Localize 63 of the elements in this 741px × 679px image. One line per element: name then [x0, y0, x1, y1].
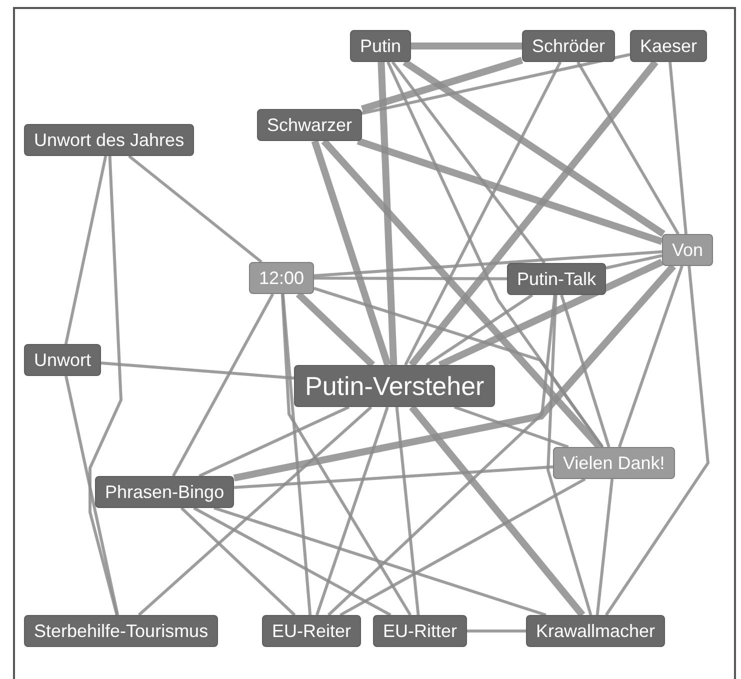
- connector-line: [362, 53, 630, 115]
- connector-line: [314, 250, 662, 278]
- connector-line: [408, 60, 658, 368]
- connector-line: [214, 506, 546, 616]
- connector-line: [64, 376, 120, 616]
- word-node: Schröder: [522, 30, 616, 62]
- word-node: Vielen Dank!: [553, 447, 675, 479]
- connector-line: [404, 61, 562, 366]
- connector-line: [340, 478, 586, 616]
- connector-line: [311, 140, 392, 366]
- connector-line: [100, 362, 294, 380]
- connector-line: [402, 59, 666, 237]
- word-node: Von: [662, 234, 714, 266]
- word-node: EU-Ritter: [373, 615, 468, 647]
- connector-line: [426, 294, 534, 366]
- connector-line: [395, 406, 420, 616]
- connector-line: [321, 138, 602, 450]
- connector-line: [128, 154, 262, 264]
- word-node: Unwort des Jahres: [24, 124, 194, 156]
- connector-line: [618, 266, 684, 448]
- connector-line: [409, 404, 586, 618]
- word-node: Kaeser: [630, 30, 708, 62]
- connector-line: [64, 156, 108, 344]
- word-node: Unwort: [24, 344, 102, 376]
- word-node: Schwarzer: [257, 109, 362, 141]
- connector-line: [560, 294, 610, 448]
- word-node: 12:00: [249, 262, 314, 294]
- connector-line: [314, 276, 507, 280]
- connector-line: [281, 294, 312, 616]
- connector-line: [234, 465, 554, 489]
- connector-line: [378, 62, 398, 366]
- connector-line: [180, 506, 296, 616]
- connector-line: [411, 42, 522, 50]
- word-node: Putin-Talk: [507, 263, 606, 295]
- connector-line: [454, 406, 569, 448]
- connector-line: [546, 294, 592, 616]
- connector-line: [138, 406, 372, 616]
- connector-line: [467, 630, 526, 632]
- connector-line: [327, 294, 556, 616]
- word-node: Putin-Versteher: [294, 365, 496, 407]
- connector-line: [198, 406, 350, 478]
- connector-line: [668, 62, 688, 234]
- connector-line: [193, 506, 392, 616]
- connector-line: [386, 61, 604, 448]
- word-node: Putin: [350, 30, 412, 62]
- word-node: Phrasen-Bingo: [95, 476, 234, 508]
- connector-line: [314, 286, 604, 448]
- connector-line: [296, 291, 376, 368]
- word-node: Krawallmacher: [526, 615, 666, 647]
- connector-line: [606, 254, 662, 270]
- connector-line: [88, 156, 123, 616]
- connector-line: [360, 56, 524, 112]
- word-node: EU-Reiter: [262, 615, 362, 647]
- connector-line: [315, 406, 389, 616]
- connector-line: [233, 264, 676, 482]
- connector-line: [576, 61, 680, 235]
- connector-line: [391, 61, 546, 264]
- connector-line: [280, 294, 412, 616]
- connector-line: [596, 478, 614, 616]
- connector-line: [604, 266, 710, 616]
- word-node: Sterbehilfe-Tourismus: [24, 615, 218, 647]
- connector-line: [172, 293, 274, 477]
- connector-line: [356, 138, 664, 245]
